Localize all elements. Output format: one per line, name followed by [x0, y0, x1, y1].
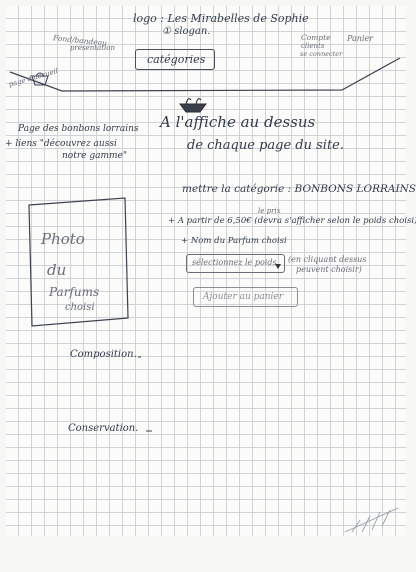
- account-link-sub1: clients: [301, 42, 325, 50]
- add-to-basket-button[interactable]: Ajouter au panier: [193, 287, 298, 307]
- weight-select-label: sélectionnez le poids: [192, 258, 277, 267]
- category-line: mettre la catégorie : BONBONS LORRAINS.: [182, 183, 416, 195]
- left-block-line3: notre gamme": [62, 151, 127, 161]
- add-to-basket-label: Ajouter au panier: [203, 292, 284, 302]
- banner-note-line2: de chaque page du site.: [187, 138, 344, 153]
- photo-label-4: choisi: [65, 302, 95, 313]
- select-note-2: peuvent choisir): [296, 265, 362, 274]
- photo-label-2: du: [47, 261, 67, 279]
- logo-line: logo : Les Mirabelles de Sophie: [133, 12, 309, 25]
- account-link[interactable]: Compte: [301, 33, 331, 42]
- left-block-line1: Page des bonbons lorrains: [18, 124, 139, 134]
- account-link-sub2: se connecter: [300, 50, 343, 58]
- slogan-line: ① slogan.: [162, 26, 211, 37]
- photo-label-1: Photo: [41, 230, 85, 248]
- weight-select[interactable]: sélectionnez le poids: [186, 254, 285, 273]
- basket-link[interactable]: Panier: [347, 34, 374, 43]
- left-block-line2: + liens "découvrez aussi: [5, 139, 117, 149]
- price-line: + A partir de 6,50€ (devra s'afficher se…: [168, 216, 416, 226]
- header-left-note-sub: présentation: [70, 44, 115, 52]
- select-note-1: (en cliquant dessus: [288, 255, 367, 264]
- page-margin: [0, 536, 416, 572]
- categories-button[interactable]: catégories: [135, 49, 215, 70]
- photo-label-3: Parfums: [49, 285, 100, 299]
- product-name-line: + Nom du Parfum choisi: [181, 236, 287, 246]
- composition-heading: Composition.: [70, 349, 137, 360]
- grid-paper: [6, 6, 406, 536]
- chevron-down-icon: [275, 264, 281, 269]
- banner-note-line1: A l'affiche au dessus: [160, 113, 316, 131]
- categories-label: catégories: [147, 53, 206, 66]
- price-note: le prix: [258, 207, 281, 215]
- conservation-heading: Conservation.: [68, 423, 139, 434]
